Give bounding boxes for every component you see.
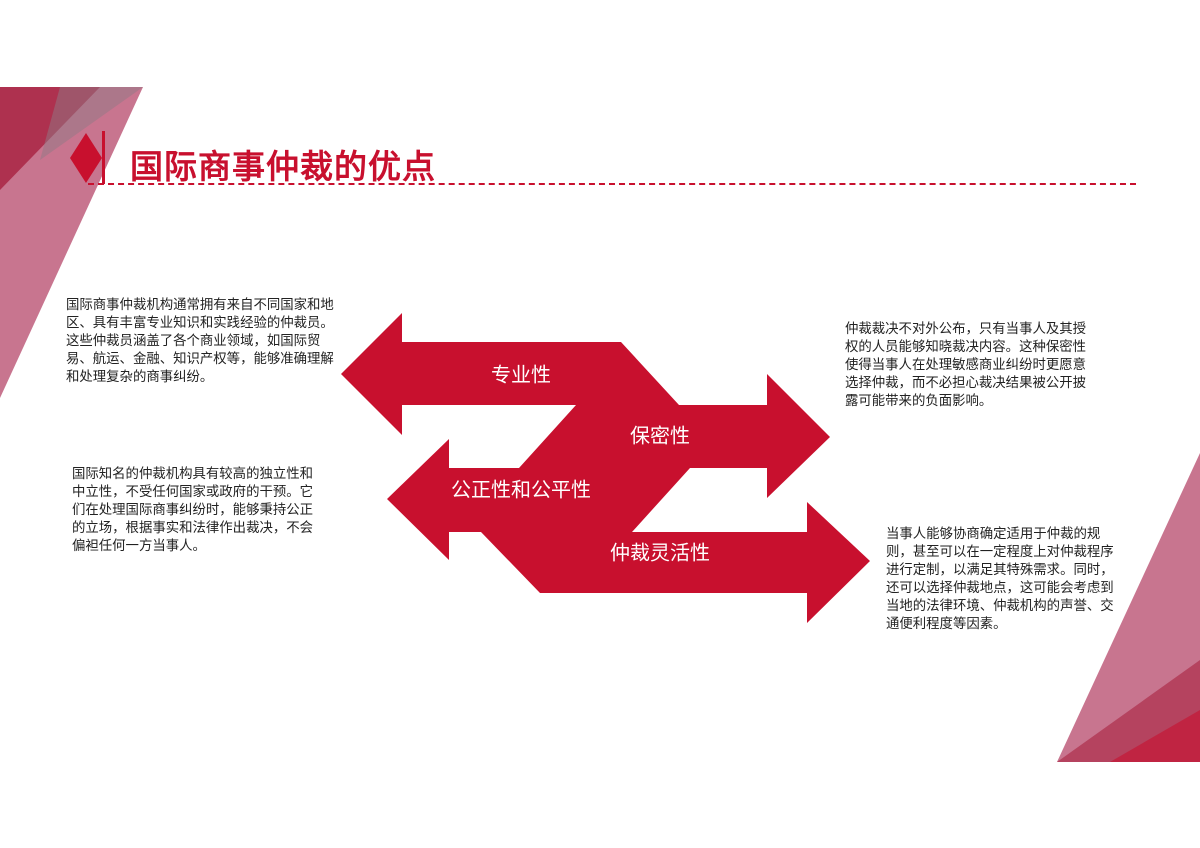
bottom-right-corner-triangles	[1057, 453, 1200, 762]
arrows-diagram	[341, 313, 870, 623]
arrow-label-flexibility: 仲裁灵活性	[610, 540, 710, 565]
description-flexibility: 当事人能够协商确定适用于仲裁的规则，甚至可以在一定程度上对仲裁程序进行定制，以满…	[886, 527, 1114, 632]
page-title: 国际商事仲裁的优点	[130, 147, 436, 186]
arrow-label-confidentiality: 保密性	[630, 423, 690, 448]
arrow-label-fairness: 公正性和公平性	[451, 477, 591, 502]
description-confidentiality: 仲裁裁决不对外公布，只有当事人及其授权的人员能够知晓裁决内容。这种保密性使得当事…	[845, 322, 1087, 409]
title-divider	[88, 183, 1136, 185]
description-fairness: 国际知名的仲裁机构具有较高的独立性和中立性，不受任何国家或政府的干预。它们在处理…	[72, 467, 314, 554]
title-diamond-icon	[70, 131, 105, 184]
arrow-label-professionalism: 专业性	[491, 362, 551, 387]
description-professionalism: 国际商事仲裁机构通常拥有来自不同国家和地区、具有丰富专业知识和实践经验的仲裁员。…	[66, 298, 334, 385]
top-left-corner-triangles	[0, 87, 143, 398]
